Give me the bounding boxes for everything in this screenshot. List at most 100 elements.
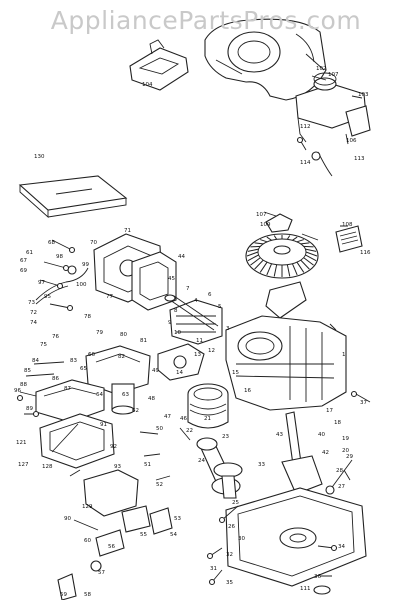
leader-lines [19, 53, 371, 583]
callout-32: 32 [226, 552, 233, 558]
flywheel-fin [305, 248, 317, 252]
callout-92: 92 [110, 444, 117, 450]
callout-71: 71 [124, 228, 131, 234]
cylinder-block [225, 315, 347, 411]
callout-106: 106 [346, 138, 357, 144]
callout-102: 102 [316, 66, 327, 72]
flywheel [245, 233, 319, 279]
callout-40: 40 [318, 432, 325, 438]
callout-107-flywheel: 107 [256, 212, 267, 218]
flywheel-fin [266, 263, 273, 276]
callout-13: 13 [194, 352, 201, 358]
callout-60: 60 [84, 538, 91, 544]
flywheel-fin [296, 261, 305, 273]
flywheel-fin [300, 242, 310, 245]
callout-107-top: 107 [328, 72, 339, 78]
owners-manual [18, 175, 128, 219]
callout-15: 15 [232, 370, 239, 376]
callout-112: 112 [300, 124, 311, 130]
callout-75: 75 [40, 342, 47, 348]
callout-72: 72 [30, 310, 37, 316]
flywheel-fin [247, 248, 259, 252]
callout-114: 114 [300, 160, 311, 166]
callout-104-top: 104 [142, 82, 153, 88]
callout-52: 52 [156, 482, 163, 488]
callout-128: 128 [42, 464, 53, 470]
callout-82: 82 [118, 354, 125, 360]
air-filter [39, 413, 115, 469]
callout-53: 53 [174, 516, 181, 522]
callout-46: 46 [180, 416, 187, 422]
callout-116: 116 [360, 250, 371, 256]
callout-99: 99 [82, 262, 89, 268]
callout-84: 84 [32, 358, 39, 364]
callout-54: 54 [170, 532, 177, 538]
throttle-linkage [157, 343, 205, 381]
flywheel-fin [305, 251, 318, 257]
callout-33: 33 [258, 462, 265, 468]
camshaft [213, 462, 243, 499]
callout-37: 37 [360, 400, 367, 406]
callout-62: 62 [132, 408, 139, 414]
callout-96: 96 [14, 388, 21, 394]
callout-18: 18 [334, 420, 341, 426]
callout-4: 4 [194, 298, 198, 304]
fasteners [16, 136, 358, 586]
callout-22: 22 [186, 428, 193, 434]
callout-127: 127 [18, 462, 29, 468]
callout-91: 91 [100, 422, 107, 428]
callout-7: 7 [186, 286, 190, 292]
callout-11: 11 [196, 338, 203, 344]
callout-5: 5 [218, 304, 222, 310]
callout-30: 30 [238, 536, 245, 542]
flywheel-fin [303, 245, 314, 248]
callout-57: 57 [98, 570, 105, 576]
flywheel-fin [250, 257, 261, 266]
flywheel-fin [254, 242, 264, 245]
callout-69: 69 [20, 268, 27, 274]
callout-77: 77 [106, 294, 113, 300]
callout-56: 56 [108, 544, 115, 550]
callout-113: 113 [354, 156, 365, 162]
flywheel-fin [259, 261, 268, 273]
callout-1: 1 [342, 352, 346, 358]
callout-10: 10 [174, 330, 181, 336]
callout-17: 17 [326, 408, 333, 414]
callout-31: 31 [210, 566, 217, 572]
callout-26: 26 [228, 524, 235, 530]
callout-14: 14 [176, 370, 183, 376]
breather-plate [335, 225, 363, 253]
callout-76: 76 [52, 334, 59, 340]
fuel-tank [295, 72, 371, 177]
flywheel-fin [291, 263, 298, 276]
flywheel-fin [286, 264, 291, 277]
callout-86: 86 [52, 376, 59, 382]
callout-121: 121 [16, 440, 27, 446]
callout-59: 59 [60, 592, 67, 598]
flywheel-fin [303, 257, 314, 266]
callout-labels: 102 107 103 104 106 112 113 114 130 107 … [14, 66, 371, 598]
oil-seal [313, 585, 331, 595]
cylinder-head [169, 299, 223, 345]
blower-housing [204, 18, 327, 101]
callout-48: 48 [148, 396, 155, 402]
callout-27: 27 [338, 484, 345, 490]
callout-23: 23 [222, 434, 229, 440]
flywheel-fin [247, 254, 259, 262]
flywheel-fin [273, 235, 278, 240]
callout-50: 50 [156, 426, 163, 432]
callout-103: 103 [358, 92, 369, 98]
callout-64: 64 [96, 392, 103, 398]
callout-36: 36 [314, 574, 321, 580]
callout-55: 55 [140, 532, 147, 538]
dipstick-tube [325, 459, 353, 495]
callout-73: 73 [28, 300, 35, 306]
starter-cup [265, 213, 293, 233]
callout-68: 68 [48, 240, 55, 246]
callout-42: 42 [322, 450, 329, 456]
callout-6: 6 [208, 292, 212, 298]
flywheel-fin [305, 254, 317, 262]
flywheel-fin [266, 236, 272, 241]
callout-109: 109 [260, 222, 271, 228]
